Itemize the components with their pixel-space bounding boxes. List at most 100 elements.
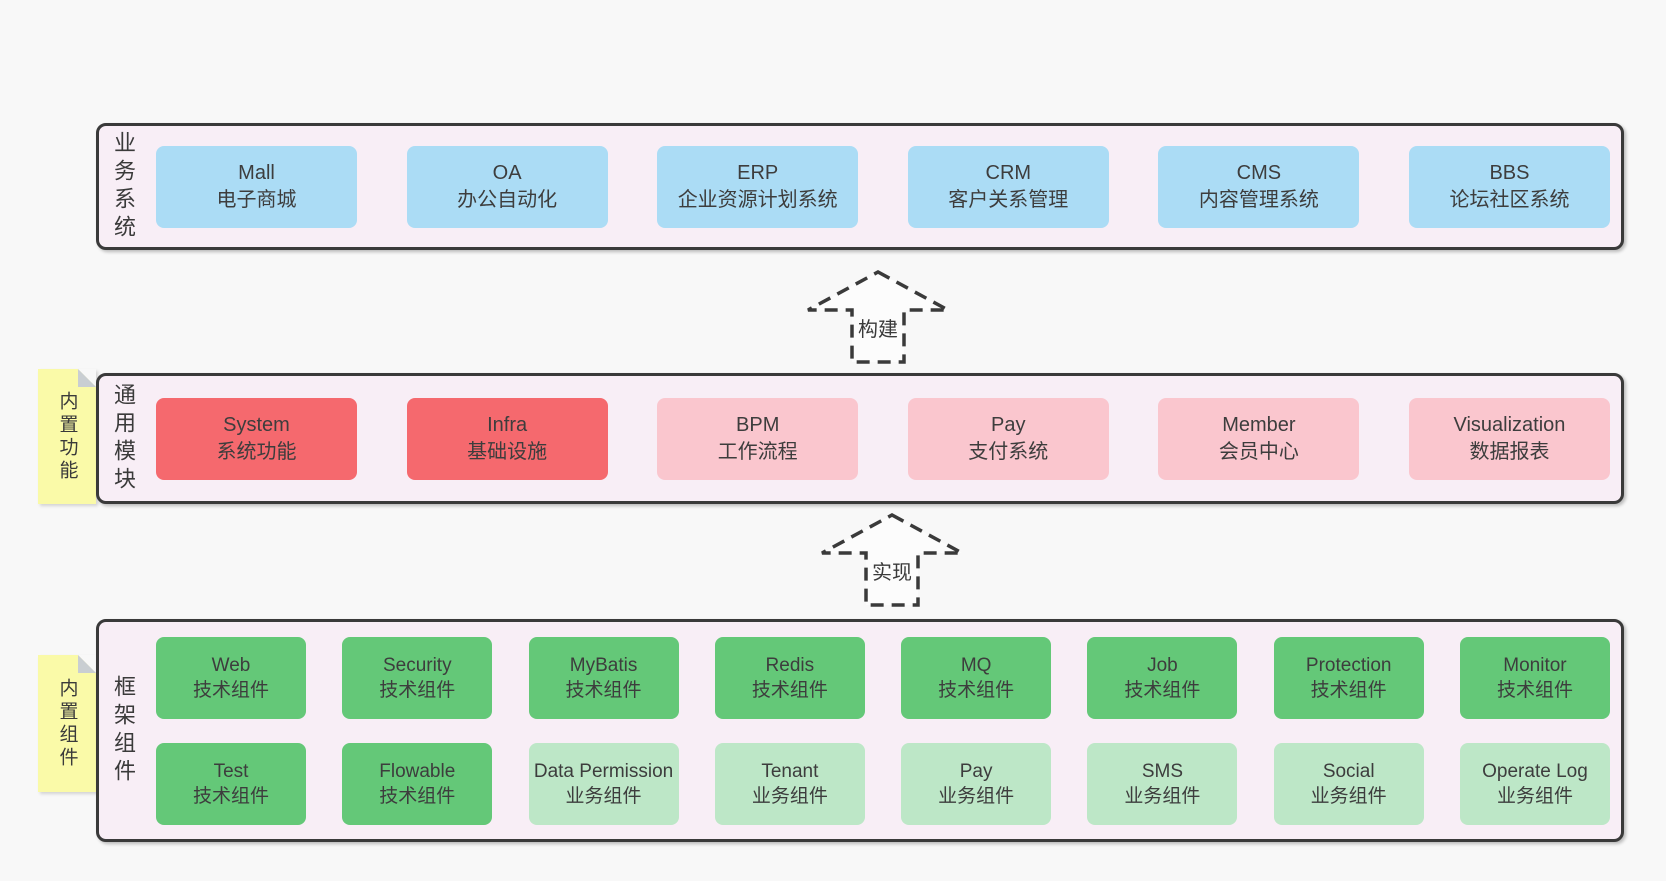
- box-name-zh: 工作流程: [717, 440, 798, 463]
- business-systems-label: 业务系统: [111, 130, 136, 243]
- box-name-en: Web: [211, 654, 251, 676]
- box-name-en: Data Permission: [533, 760, 674, 782]
- common-module-box: System 系统功能: [156, 397, 357, 480]
- box-name-en: Security: [382, 654, 452, 676]
- box-name-zh: 技术组件: [379, 785, 456, 807]
- common-module-box: Member 会员中心: [1158, 397, 1360, 480]
- box-name-zh: 基础设施: [467, 440, 548, 463]
- box-name-en: SMS: [1141, 760, 1183, 782]
- box-name-zh: 业务组件: [751, 785, 828, 807]
- box-name-en: System: [223, 413, 290, 436]
- box-name-zh: 技术组件: [938, 679, 1015, 701]
- framework-component-box: Data Permission 业务组件: [528, 742, 679, 825]
- box-name-en: Redis: [765, 654, 815, 676]
- build-arrow-label: 构建: [855, 313, 901, 342]
- box-name-en: Operate Log: [1482, 760, 1588, 782]
- framework-component-box: Pay 业务组件: [901, 742, 1052, 825]
- framework-component-box: Security 技术组件: [342, 636, 493, 719]
- framework-component-box: Protection 技术组件: [1273, 636, 1424, 719]
- business-system-box: ERP 企业资源计划系统: [657, 145, 859, 228]
- sticky-note-built-in-features: 内置功能: [38, 369, 96, 504]
- box-name-zh: 内容管理系统: [1198, 188, 1319, 211]
- box-name-en: OA: [492, 161, 522, 184]
- box-name-en: Job: [1147, 654, 1178, 676]
- common-modules-panel: 通用模块 System 系统功能 Infra 基础设施 BPM 工作流程: [96, 373, 1624, 504]
- box-name-en: CRM: [985, 161, 1032, 184]
- box-name-en: Monitor: [1503, 654, 1567, 676]
- box-name-en: Protection: [1305, 654, 1392, 676]
- box-name-zh: 技术组件: [751, 679, 828, 701]
- box-name-en: Member: [1222, 413, 1296, 436]
- framework-box-row-1: Web 技术组件 Security 技术组件 MyBatis 技术组件 Redi…: [156, 636, 1610, 719]
- sticky-note-built-in-components-label: 内置组件: [56, 677, 78, 770]
- framework-component-box: Monitor 技术组件: [1459, 636, 1610, 719]
- framework-components-panel: 框架组件 Web 技术组件 Security 技术组件 MyBatis 技术组件: [96, 619, 1624, 842]
- box-name-zh: 业务组件: [565, 785, 642, 807]
- framework-component-box: Social 业务组件: [1273, 742, 1424, 825]
- business-system-box: OA 办公自动化: [406, 145, 608, 228]
- business-system-box: BBS 论坛社区系统: [1408, 145, 1610, 228]
- box-name-zh: 系统功能: [216, 440, 297, 463]
- business-box-row: Mall 电子商城 OA 办公自动化 ERP 企业资源计划系统 CRM 客户关系…: [156, 126, 1610, 247]
- business-system-box: CMS 内容管理系统: [1158, 145, 1360, 228]
- box-name-zh: 支付系统: [968, 440, 1049, 463]
- box-name-en: Pay: [959, 760, 993, 782]
- business-systems-panel: 业务系统 Mall 电子商城 OA 办公自动化 ERP 企业资源计划系统: [96, 123, 1624, 250]
- box-name-zh: 电子商城: [216, 188, 297, 211]
- box-name-en: ERP: [737, 161, 779, 184]
- box-name-en: BPM: [736, 413, 780, 436]
- sticky-note-built-in-features-label: 内置功能: [56, 390, 78, 483]
- framework-component-box: Operate Log 业务组件: [1459, 742, 1610, 825]
- box-name-zh: 客户关系管理: [948, 188, 1069, 211]
- box-name-zh: 会员中心: [1218, 440, 1299, 463]
- framework-components-label: 框架组件: [111, 674, 136, 787]
- box-name-zh: 技术组件: [1496, 679, 1573, 701]
- common-module-box: Infra 基础设施: [406, 397, 608, 480]
- build-arrow: 构建: [805, 269, 951, 365]
- box-name-zh: 技术组件: [1124, 679, 1201, 701]
- framework-component-box: Redis 技术组件: [714, 636, 865, 719]
- box-name-en: Mall: [238, 161, 275, 184]
- common-module-box: Pay 支付系统: [907, 397, 1109, 480]
- box-name-zh: 业务组件: [938, 785, 1015, 807]
- box-name-zh: 数据报表: [1469, 440, 1550, 463]
- box-name-zh: 业务组件: [1124, 785, 1201, 807]
- box-name-zh: 论坛社区系统: [1449, 188, 1570, 211]
- box-name-en: MQ: [960, 654, 992, 676]
- box-name-en: Infra: [487, 413, 528, 436]
- box-name-en: Social: [1322, 760, 1375, 782]
- implement-arrow: 实现: [819, 512, 965, 608]
- box-name-en: Visualization: [1453, 413, 1566, 436]
- framework-component-box: Job 技术组件: [1087, 636, 1238, 719]
- business-system-box: CRM 客户关系管理: [907, 145, 1109, 228]
- box-name-en: Tenant: [761, 760, 819, 782]
- framework-component-box: MQ 技术组件: [901, 636, 1052, 719]
- common-module-box: Visualization 数据报表: [1408, 397, 1610, 480]
- box-name-zh: 办公自动化: [457, 188, 558, 211]
- common-module-box: BPM 工作流程: [657, 397, 859, 480]
- common-box-row: System 系统功能 Infra 基础设施 BPM 工作流程 Pay 支付系统: [156, 376, 1610, 501]
- box-name-en: Pay: [991, 413, 1026, 436]
- box-name-en: Test: [213, 760, 249, 782]
- framework-component-box: SMS 业务组件: [1087, 742, 1238, 825]
- box-name-zh: 技术组件: [565, 679, 642, 701]
- business-system-box: Mall 电子商城: [156, 145, 357, 228]
- box-name-en: MyBatis: [569, 654, 638, 676]
- framework-component-box: Test 技术组件: [156, 742, 306, 825]
- box-name-zh: 企业资源计划系统: [677, 188, 838, 211]
- framework-component-box: MyBatis 技术组件: [528, 636, 679, 719]
- box-name-zh: 业务组件: [1496, 785, 1573, 807]
- box-name-zh: 技术组件: [192, 785, 269, 807]
- box-name-zh: 业务组件: [1310, 785, 1387, 807]
- framework-component-box: Flowable 技术组件: [342, 742, 493, 825]
- box-name-zh: 技术组件: [1310, 679, 1387, 701]
- sticky-note-text: 内置功能: [38, 369, 96, 504]
- box-name-en: CMS: [1236, 161, 1282, 184]
- implement-arrow-label: 实现: [869, 556, 915, 585]
- sticky-note-built-in-components: 内置组件: [38, 655, 96, 792]
- framework-box-row-2: Test 技术组件 Flowable 技术组件 Data Permission …: [156, 742, 1610, 825]
- framework-component-box: Web 技术组件: [156, 636, 306, 719]
- common-modules-label: 通用模块: [111, 382, 136, 495]
- box-name-en: Flowable: [379, 760, 456, 782]
